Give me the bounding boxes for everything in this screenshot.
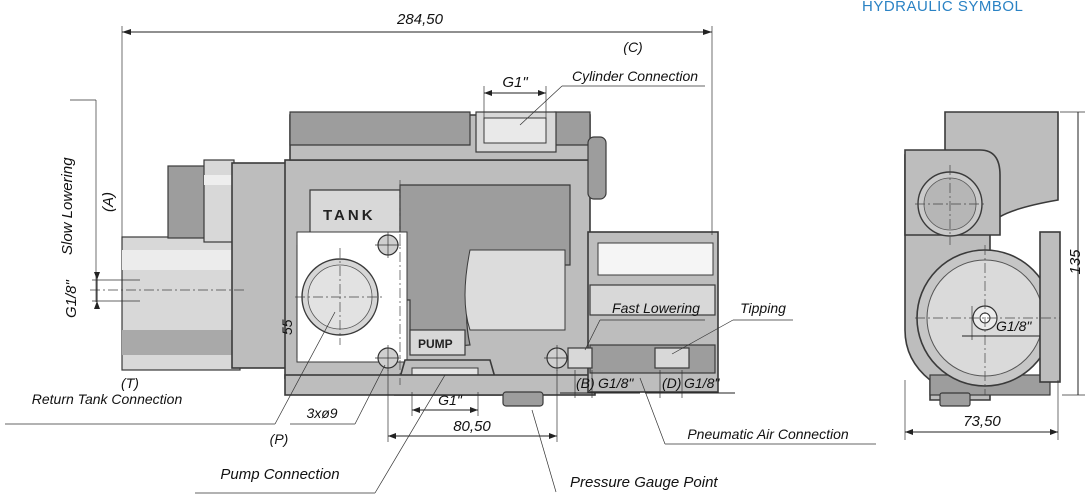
side-view bbox=[904, 111, 1061, 407]
dim-side-height: 135 bbox=[1067, 249, 1084, 275]
port-d-letter: (D) bbox=[662, 375, 681, 391]
port-a-thread: G1/8" bbox=[63, 279, 80, 318]
port-c-thread: G1" bbox=[502, 74, 528, 91]
fast-lowering-label: Fast Lowering bbox=[612, 300, 700, 316]
port-d-thread: G1/8" bbox=[684, 375, 720, 391]
side-thread-label: G1/8" bbox=[996, 318, 1032, 334]
port-c-letter: (C) bbox=[623, 39, 642, 55]
pressure-gauge-label: Pressure Gauge Point bbox=[570, 474, 718, 491]
pneumatic-air-label: Pneumatic Air Connection bbox=[687, 426, 849, 442]
pump-connection-label: Pump Connection bbox=[220, 466, 339, 483]
port-a-letter: (A) bbox=[100, 192, 117, 212]
port-t-letter: (T) bbox=[121, 375, 139, 391]
hex-plug bbox=[167, 165, 209, 239]
tank-emboss: TANK bbox=[323, 207, 376, 224]
dim-hole-spacing: 55 bbox=[279, 319, 295, 335]
port-p-letter: (P) bbox=[270, 431, 289, 447]
dim-side-width: 73,50 bbox=[963, 413, 1001, 430]
port-b-thread: G1/8" bbox=[598, 375, 634, 391]
hydraulic-symbol-heading: HYDRAULIC SYMBOL bbox=[862, 0, 1023, 15]
pump-emboss: PUMP bbox=[418, 337, 453, 351]
mounting-holes-label: 3xø9 bbox=[306, 405, 337, 421]
dim-overall-length: 284,50 bbox=[396, 11, 444, 28]
port-p-thread: G1" bbox=[438, 392, 463, 408]
tipping-label: Tipping bbox=[740, 300, 786, 316]
return-tank-label: Return Tank Connection bbox=[32, 391, 183, 407]
front-view: TANK PUMP bbox=[121, 111, 719, 407]
cylinder-connection-label: Cylinder Connection bbox=[572, 68, 698, 84]
dim-flange-width: 80,50 bbox=[453, 418, 491, 435]
port-b-letter: (B) bbox=[576, 375, 595, 391]
slow-lowering-label: Slow Lowering bbox=[59, 157, 76, 255]
